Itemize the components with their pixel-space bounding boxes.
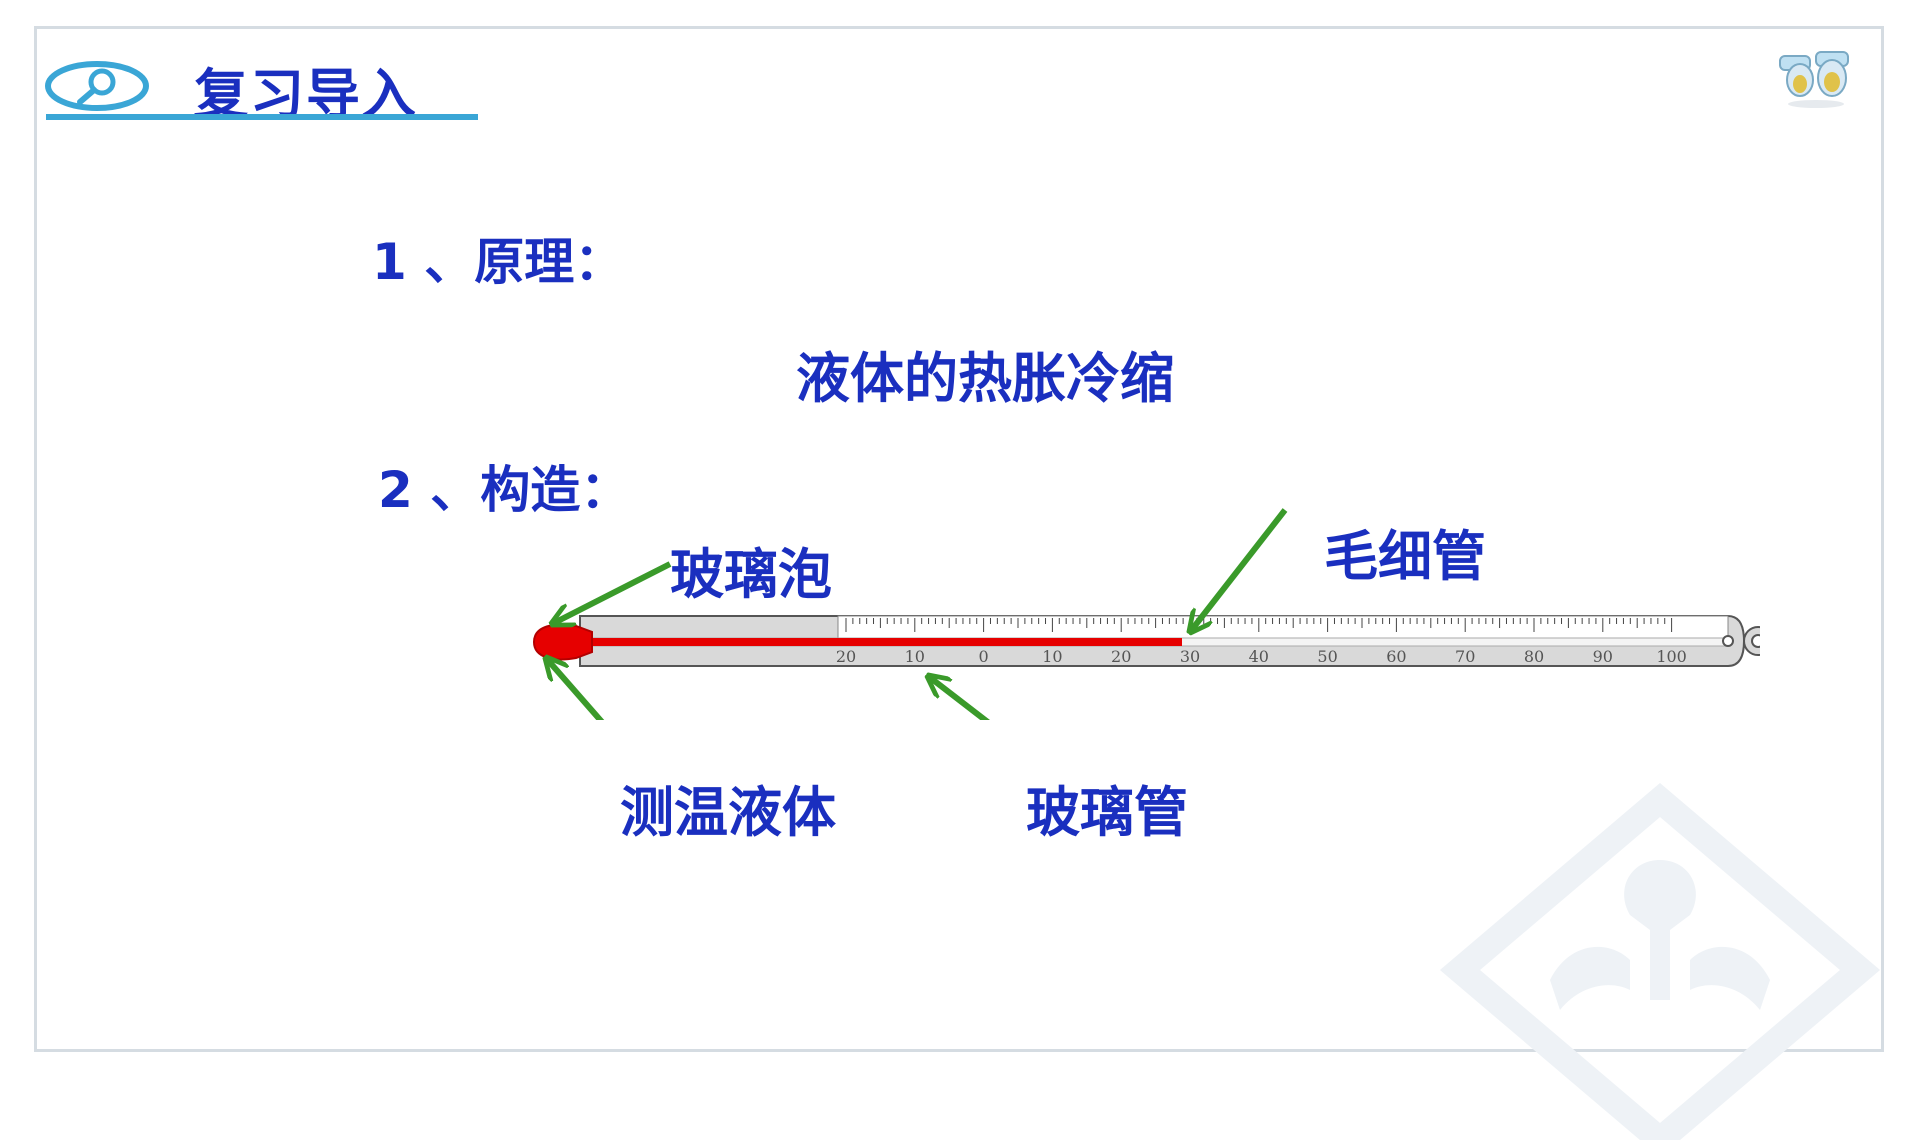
scale-label: 40 [1249, 647, 1269, 666]
magnifier-icon [45, 61, 149, 111]
scale-label: 0 [979, 647, 989, 666]
scale-label: 20 [836, 647, 856, 666]
scale-label: 20 [1111, 647, 1131, 666]
scale-strip [837, 615, 1729, 639]
structure-heading: 2 、构造： [378, 461, 631, 519]
bulb [532, 623, 593, 661]
arrow-tube [928, 676, 991, 720]
scale-label: 60 [1386, 647, 1406, 666]
arrow-bulb [552, 561, 672, 624]
principle-text: 液体的热胀冷缩 [796, 347, 1174, 410]
scale-label: 70 [1455, 647, 1475, 666]
hanging-ring [1722, 635, 1734, 647]
label-liquid: 测温液体 [620, 781, 836, 844]
arrow-capillary [1190, 508, 1288, 632]
slide-header: 复习导入 [44, 44, 484, 128]
scale-label: 50 [1317, 647, 1337, 666]
label-capillary: 毛细管 [1324, 525, 1486, 588]
binoculars-icon [1779, 51, 1849, 108]
scale-label: 10 [1042, 647, 1062, 666]
scale-label: 30 [1180, 647, 1200, 666]
label-tube: 玻璃管 [1026, 781, 1188, 844]
watermark-logo [1439, 782, 1881, 1140]
arrow-liquid [546, 658, 605, 720]
scale-label: 100 [1656, 647, 1687, 666]
scale-ticks [845, 618, 1673, 632]
scale-label: 90 [1593, 647, 1613, 666]
liquid-column [576, 638, 1182, 646]
scale-label: 10 [905, 647, 925, 666]
label-bulb: 玻璃泡 [670, 543, 832, 606]
title-underline [46, 114, 478, 120]
principle-heading: 1 、原理： [372, 233, 625, 291]
scale-label: 80 [1524, 647, 1544, 666]
